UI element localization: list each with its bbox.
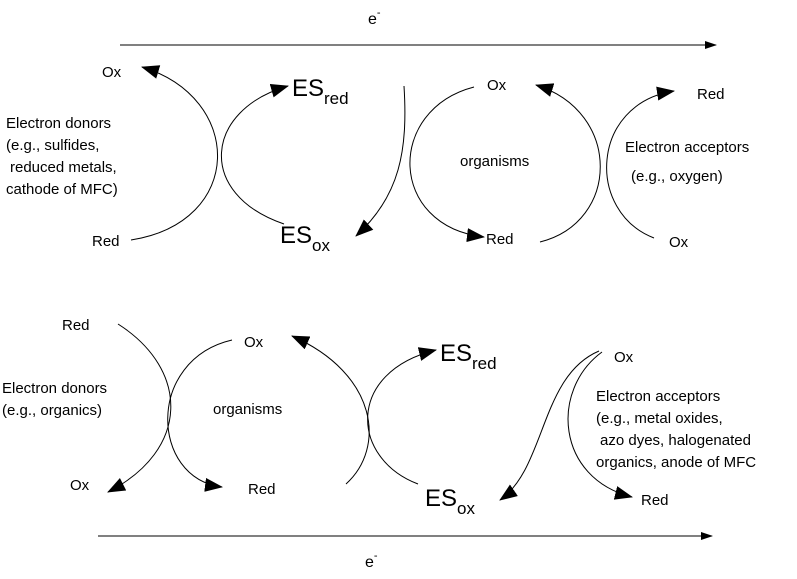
bottom-acceptor-reduction-arrow [567, 351, 633, 500]
top-es-oxidation-arrow [355, 85, 406, 237]
bottom-donor-red-label: Red [62, 317, 90, 334]
bottom-electron-label: e- [365, 550, 378, 571]
bottom-acceptor-line-1: (e.g., metal oxides, [596, 410, 723, 427]
top-donor-description: Electron donors (e.g., sulfides, reduced… [6, 115, 118, 198]
top-organism-reduction-arrow [409, 86, 485, 242]
bottom-es-reduction-arrow [367, 347, 437, 485]
bottom-organism-label: organisms [213, 401, 282, 418]
top-donor-line-2: reduced metals, [10, 159, 117, 176]
top-acceptor-title: Electron acceptors [625, 139, 749, 156]
bottom-acceptor-title: Electron acceptors [596, 388, 720, 405]
top-donor-title: Electron donors [6, 115, 111, 132]
top-donor-oxidation-arrow [130, 65, 218, 241]
top-electron-label: e- [368, 7, 381, 28]
bottom-donor-ox-label: Ox [70, 477, 90, 494]
bottom-es-red-label: ESred [440, 340, 497, 373]
top-es-red-label: ESred [292, 75, 349, 108]
bottom-acceptor-ox-label: Ox [614, 349, 634, 366]
bottom-donor-description: Electron donors (e.g., organics) [2, 380, 107, 419]
bottom-acceptor-red-label: Red [641, 492, 669, 509]
bottom-acceptor-line-2: azo dyes, halogenated [600, 432, 751, 449]
bottom-acceptor-description: Electron acceptors (e.g., metal oxides, … [596, 388, 756, 471]
top-organism-label: organisms [460, 153, 529, 170]
bottom-organism-reduction-arrow [167, 339, 233, 492]
top-acceptor-red-label: Red [697, 86, 725, 103]
top-acceptor-arrow-in [535, 83, 601, 243]
bottom-organism-red-label: Red [248, 481, 276, 498]
top-acceptor-ox-label: Ox [669, 234, 689, 251]
top-acceptor-line-1: (e.g., oxygen) [631, 168, 723, 185]
top-organism-ox-label: Ox [487, 77, 507, 94]
top-donor-line-3: cathode of MFC) [6, 181, 118, 198]
top-acceptor-description: Electron acceptors (e.g., oxygen) [625, 139, 749, 185]
bottom-acceptor-line-3: organics, anode of MFC [596, 454, 756, 471]
top-organism-red-label: Red [486, 231, 514, 248]
top-acceptor-reduction-arrow [606, 86, 675, 239]
top-donor-red-label: Red [92, 233, 120, 250]
bottom-organism-ox-label: Ox [244, 334, 264, 351]
top-donor-line-1: (e.g., sulfides, [6, 137, 99, 154]
top-es-reduction-arrow [220, 83, 289, 225]
bottom-donor-line-1: (e.g., organics) [2, 402, 102, 419]
bottom-es-oxidation-arrow [499, 350, 600, 501]
bottom-organism-oxidation-arrow [291, 335, 370, 485]
top-donor-ox-label: Ox [102, 64, 122, 81]
bottom-donor-title: Electron donors [2, 380, 107, 397]
top-es-ox-label: ESox [280, 222, 330, 255]
bottom-es-ox-label: ESox [425, 485, 475, 518]
bottom-donor-oxidation-arrow [107, 323, 172, 493]
